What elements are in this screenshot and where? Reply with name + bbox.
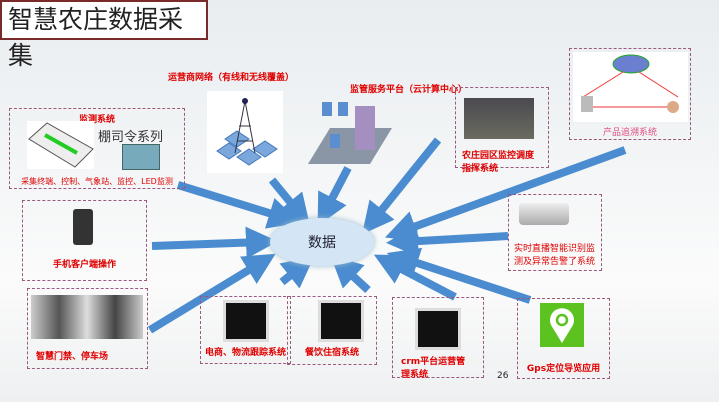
gate-box: 智慧门禁、停车场 <box>27 288 148 369</box>
trace-box: 产品追溯系统 <box>569 48 691 140</box>
page-number: 26 <box>497 371 509 381</box>
monitor-title: 监测系统 <box>78 115 115 125</box>
arrow-gps <box>386 247 532 304</box>
mobile-label: 手机客户端操作 <box>52 260 116 270</box>
greenhouse-icon <box>27 121 94 169</box>
mobile-box: 手机客户端操作 <box>22 200 147 281</box>
arrow-ecommerce <box>279 256 315 289</box>
gps-icon <box>540 303 584 347</box>
data-cloud: 数据 <box>270 218 374 266</box>
dispatch-box: 农庄园区监控调度指挥系统 <box>455 87 549 174</box>
ecommerce-box: 电商、物流跟踪系统 <box>200 296 291 364</box>
gate-label: 智慧门禁、停车场 <box>36 352 109 362</box>
gps-box: Gps定位导览应用 <box>517 298 610 379</box>
arrow-platform <box>317 166 352 227</box>
camera-box: 实时直播智能识别监测及异常告警了系统 <box>508 194 602 271</box>
series-label: 棚司令系列 <box>98 130 164 145</box>
device-icon <box>122 144 160 170</box>
server-icon <box>300 98 395 166</box>
arrow-catering <box>330 255 371 293</box>
monitor-desc: 采集终端、控制、气象站、监控、LED监测 <box>21 177 173 186</box>
camera-icon <box>519 203 569 225</box>
trace-label: 产品追溯系统 <box>602 128 657 138</box>
turnstile-image <box>31 295 143 339</box>
trace-diagram <box>573 52 688 122</box>
monitor-chart-icon <box>318 300 364 342</box>
arrow-dispatch <box>361 137 442 235</box>
catering-label: 餐饮住宿系统 <box>304 348 359 358</box>
ecommerce-label: 电商、物流跟踪系统 <box>204 348 286 358</box>
arrow-mobile <box>151 226 278 259</box>
control-room-image <box>464 98 534 139</box>
arrow-camera <box>386 225 509 258</box>
arrow-network <box>268 177 311 227</box>
crm-label: crm平台运营管理系统 <box>401 357 466 380</box>
dispatch-label: 农庄园区监控调度指挥系统 <box>462 151 535 174</box>
arrow-crm <box>373 254 457 301</box>
monitor-system-box: 监测系统 棚司令系列 采集终端、控制、气象站、监控、LED监测 <box>9 108 185 189</box>
cloud-label: 数据 <box>308 235 336 251</box>
phone-icon <box>73 209 93 245</box>
tower-icon <box>207 91 283 173</box>
arrow-trace <box>384 146 627 242</box>
monitor-chart-icon <box>223 300 269 342</box>
platform-label: 监管服务平台（云计算中心） <box>350 85 468 95</box>
network-label: 运营商网络（有线和无线覆盖） <box>168 73 295 83</box>
camera-label: 实时直播智能识别监测及异常告警了系统 <box>514 244 596 267</box>
catering-box: 餐饮住宿系统 <box>287 296 377 365</box>
page-title: 智慧农庄数据采集 <box>0 0 208 70</box>
crm-box: crm平台运营管理系统 <box>392 297 484 380</box>
arrow-monitor <box>176 181 301 229</box>
monitor-chart-icon <box>415 308 461 350</box>
gps-label: Gps定位导览应用 <box>526 364 601 374</box>
